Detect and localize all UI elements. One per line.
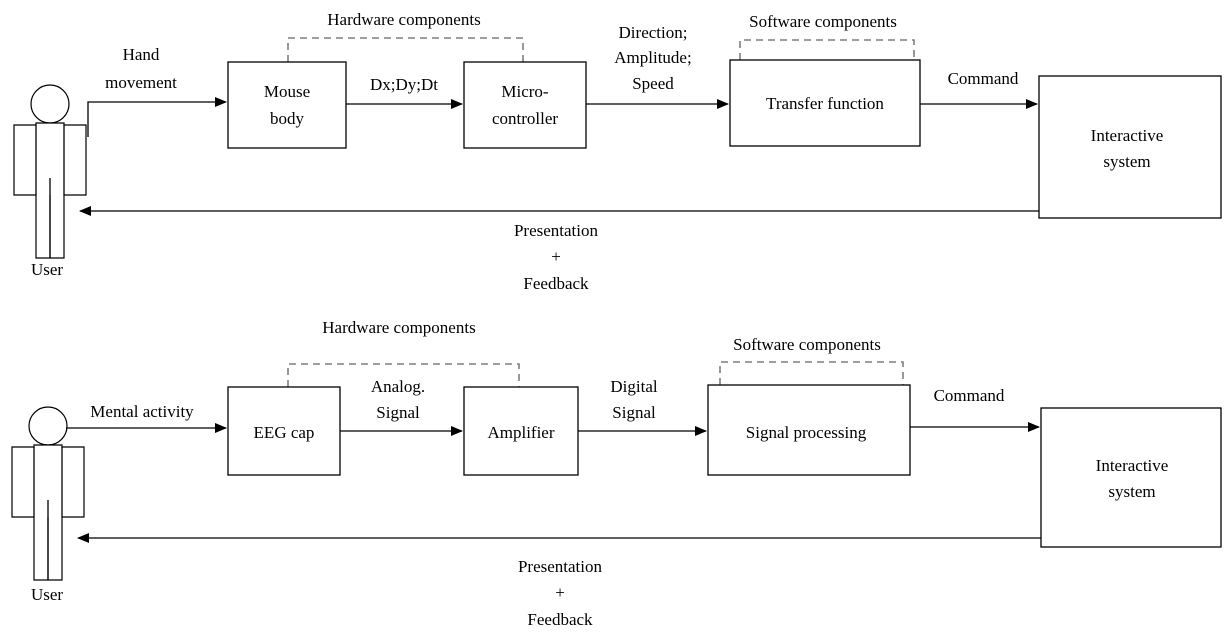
top-feedback-label-2: +	[551, 247, 561, 266]
bottom-feedback-label-1: Presentation	[518, 557, 603, 576]
bottom-signal2-label-2: Signal	[612, 403, 656, 422]
bottom-system-label-1: Interactive	[1096, 456, 1169, 475]
top-microcontroller-box	[463, 61, 587, 149]
top-box1-label-1: Mouse	[264, 82, 310, 101]
top-command-label: Command	[948, 69, 1019, 88]
top-signal2-label-1: Direction;	[619, 23, 688, 42]
top-user-label: User	[31, 260, 63, 279]
bottom-box3-label: Signal processing	[746, 423, 867, 442]
bottom-software-label: Software components	[733, 335, 881, 354]
bottom-system-label-2: system	[1108, 482, 1155, 501]
bottom-interactive-system-box	[1040, 407, 1222, 548]
bottom-signal-processing-box	[707, 384, 911, 476]
bottom-signal1-label-2: Signal	[376, 403, 420, 422]
top-box3-label: Transfer function	[766, 94, 884, 113]
bottom-user-figure-icon	[11, 406, 85, 581]
bottom-software-bracket	[719, 361, 904, 385]
top-software-label: Software components	[749, 12, 897, 31]
top-feedback-label-3: Feedback	[523, 274, 589, 293]
bottom-feedback-label-2: +	[555, 583, 565, 602]
top-box2-label-2: controller	[492, 109, 558, 128]
bottom-amplifier-box	[463, 386, 579, 476]
top-box1-label-2: body	[270, 109, 305, 128]
top-interactive-system-box	[1038, 75, 1222, 219]
top-feedback-label-1: Presentation	[514, 221, 599, 240]
bottom-diagram: User Mental activity Hardware components…	[11, 318, 1222, 629]
bottom-command-label: Command	[934, 386, 1005, 405]
bottom-signal2-label-1: Digital	[610, 377, 657, 396]
top-input-label-1: Hand	[123, 45, 160, 64]
top-diagram: User Hand movement Hardware components M…	[13, 10, 1222, 293]
bottom-signal1-label-1: Analog.	[371, 377, 425, 396]
bottom-eeg-cap-box	[227, 386, 341, 476]
bottom-box2-label: Amplifier	[487, 423, 554, 442]
bottom-box1-label: EEG cap	[254, 423, 315, 442]
top-mouse-body-box	[227, 61, 347, 149]
bottom-hardware-bracket	[287, 363, 520, 387]
top-box2-label-1: Micro-	[501, 82, 549, 101]
bottom-user-label: User	[31, 585, 63, 604]
top-signal2-label-2: Amplitude;	[614, 48, 691, 67]
bottom-input-label: Mental activity	[90, 402, 194, 421]
top-signal1-label: Dx;Dy;Dt	[370, 75, 438, 94]
top-system-label-2: system	[1103, 152, 1150, 171]
top-user-figure-icon	[13, 84, 87, 259]
top-input-arrow	[87, 97, 227, 137]
top-hardware-bracket	[287, 37, 524, 62]
top-hardware-label: Hardware components	[327, 10, 480, 29]
top-transfer-function-box	[729, 59, 921, 147]
bottom-hardware-label: Hardware components	[322, 318, 475, 337]
top-signal2-label-3: Speed	[632, 74, 674, 93]
top-input-label-2: movement	[105, 73, 177, 92]
bottom-feedback-label-3: Feedback	[527, 610, 593, 629]
top-system-label-1: Interactive	[1091, 126, 1164, 145]
top-software-bracket	[739, 39, 915, 60]
